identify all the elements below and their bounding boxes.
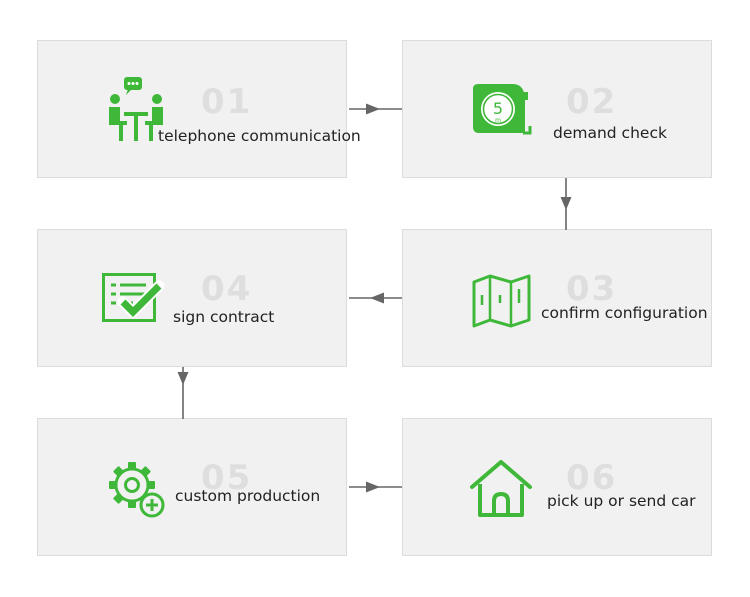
step-04: 04 sign contract	[37, 229, 347, 367]
step-01: 01 telephone communication	[37, 40, 361, 178]
house-icon	[469, 459, 533, 519]
step-label: confirm configuration	[541, 304, 708, 322]
step-number: 03	[566, 269, 618, 309]
arrow-left-03-04	[349, 291, 402, 305]
tape-unit: m	[495, 117, 501, 124]
arrow-right-05-06	[349, 480, 402, 494]
step-label: sign contract	[173, 308, 275, 326]
tape-measure-icon: 5 m	[467, 81, 535, 141]
step-05: 05 custom production	[37, 418, 347, 556]
arrow-right-01-02	[349, 102, 402, 116]
step-label: custom production	[175, 487, 321, 505]
step-03: 03 confirm configuration	[402, 229, 712, 367]
checklist-icon	[101, 272, 171, 330]
step-number: 02	[566, 82, 618, 122]
step-label: pick up or send car	[547, 492, 696, 510]
step-number: 05	[201, 458, 253, 498]
step-label: telephone communication	[158, 127, 361, 145]
map-icon	[471, 273, 533, 329]
arrow-down-02-03	[559, 178, 573, 230]
step-06: 06 pick up or send car	[402, 418, 712, 556]
gear-plus-icon	[105, 457, 169, 521]
step-number: 06	[566, 458, 618, 498]
step-label: demand check	[553, 124, 667, 142]
arrow-down-04-05	[176, 367, 190, 419]
tape-number: 5	[493, 99, 503, 118]
step-02: 02 5 m demand check	[402, 40, 712, 178]
meeting-icon	[108, 75, 166, 147]
step-number: 01	[201, 82, 253, 122]
step-number: 04	[201, 269, 253, 309]
